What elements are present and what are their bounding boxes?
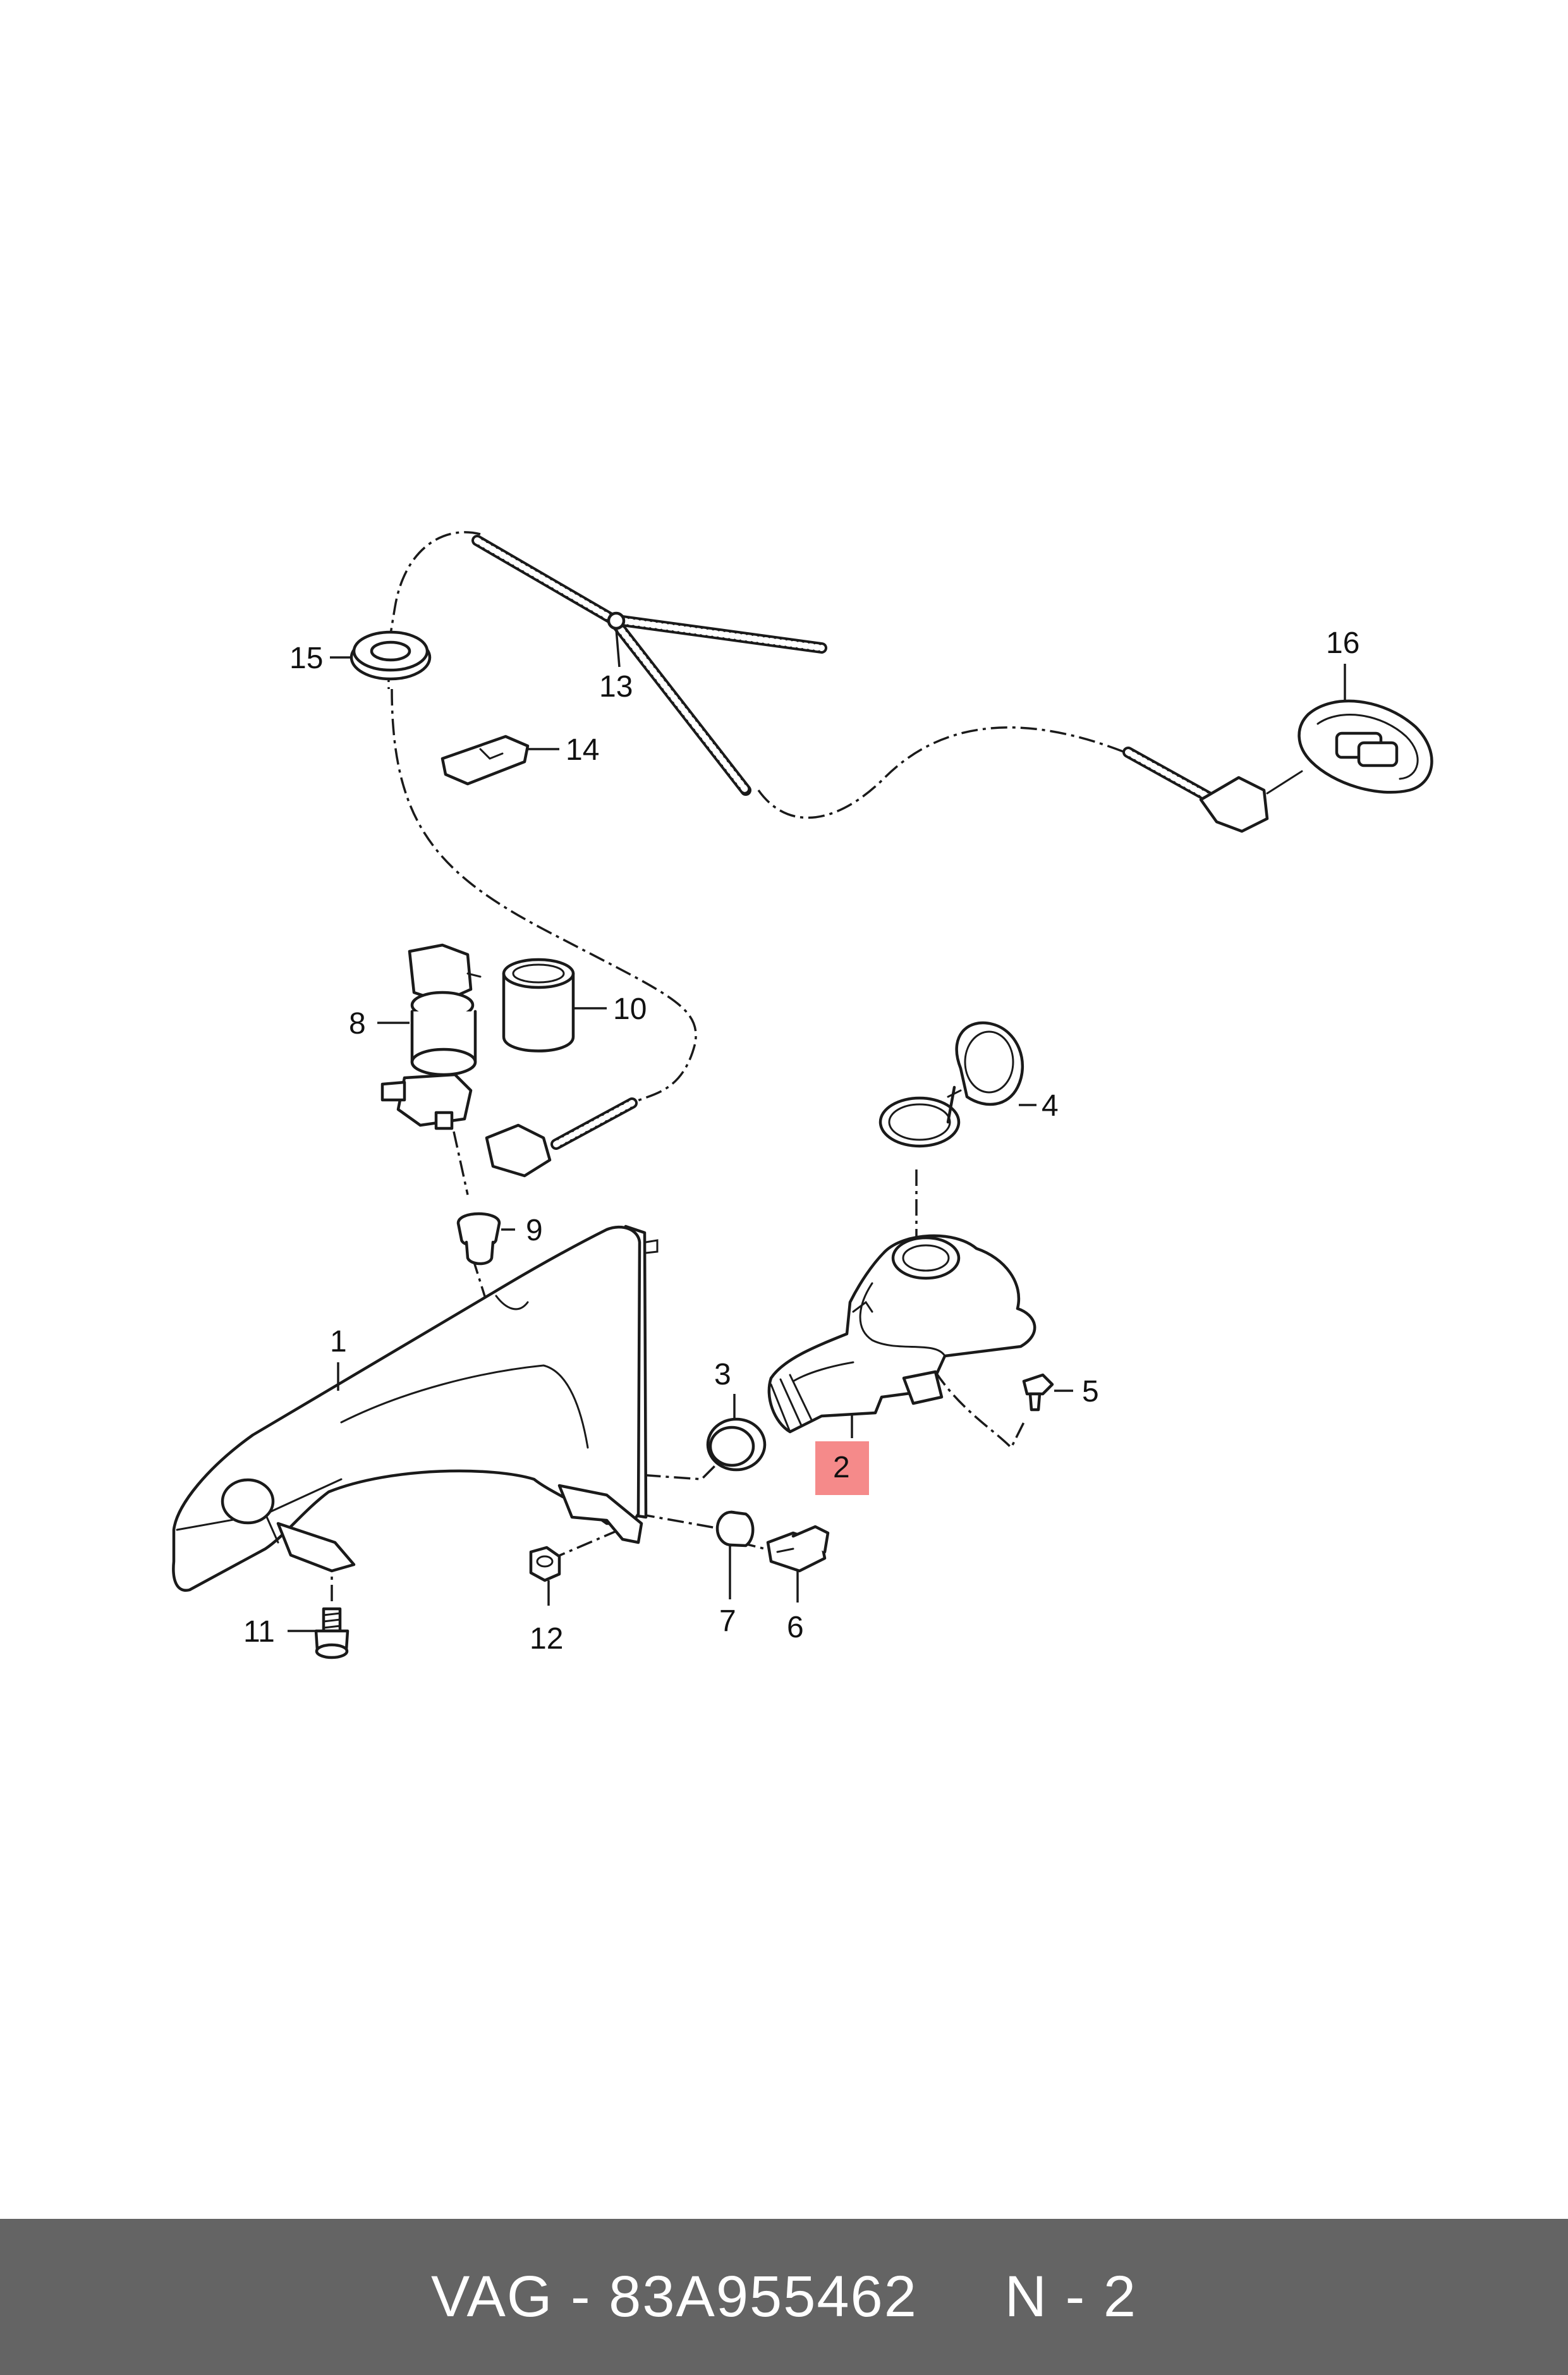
callout-9: 9 — [526, 1214, 543, 1247]
routing-line-filler-screw — [934, 1371, 1025, 1450]
routing-line-hose-lower — [391, 688, 697, 1104]
parts-diagram: 1 2 3 4 5 6 7 8 9 10 11 12 13 14 15 16 — [172, 531, 1433, 1659]
level-sensor-6 — [766, 1525, 830, 1573]
callout-14: 14 — [566, 733, 599, 767]
hose-harness — [471, 535, 827, 796]
callout-1: 1 — [330, 1325, 347, 1358]
part-number-text: VAG - 83A955462 N - 2 — [430, 2264, 1138, 2329]
callout-12: 12 — [530, 1622, 563, 1656]
callout-7: 7 — [719, 1604, 736, 1638]
sleeve-10 — [502, 958, 575, 1053]
leader-lines — [288, 628, 1346, 1632]
routing-line-nut — [552, 1529, 620, 1560]
callout-2-highlight — [815, 1441, 869, 1495]
callout-5: 5 — [1082, 1375, 1099, 1408]
callout-8: 8 — [349, 1007, 366, 1041]
callout-13: 13 — [599, 670, 633, 704]
callout-11: 11 — [243, 1615, 275, 1649]
bolt-11 — [314, 1607, 349, 1659]
callout-4: 4 — [1042, 1089, 1059, 1123]
callout-15: 15 — [289, 642, 323, 675]
routing-line-hose-right — [757, 726, 1126, 819]
pump-hose — [485, 1097, 638, 1178]
reservoir-1 — [172, 1224, 659, 1592]
routing-line-grommet-tank — [471, 1257, 488, 1303]
routing-line-pump-tank — [453, 1131, 469, 1195]
callout-6: 6 — [787, 1611, 804, 1644]
seal-7 — [715, 1510, 755, 1548]
callout-2: 2 — [833, 1451, 850, 1484]
seal-ring-3 — [706, 1417, 767, 1472]
callout-10: 10 — [613, 992, 647, 1026]
screw-5 — [1022, 1373, 1054, 1412]
routing-line-tank-seal — [258, 1446, 722, 1481]
grommet-9 — [456, 1212, 501, 1266]
spray-nozzle-16 — [1122, 699, 1433, 833]
washer-pump-8 — [380, 943, 482, 1130]
nut-12 — [529, 1546, 561, 1582]
filler-neck-2 — [767, 1234, 1036, 1434]
grommet-15 — [349, 630, 432, 681]
callout-16: 16 — [1326, 626, 1359, 660]
routing-line-tank-sensor — [638, 1513, 727, 1531]
clip-14 — [441, 735, 530, 786]
filler-cap-4 — [878, 1021, 1024, 1148]
callout-3: 3 — [714, 1358, 731, 1391]
part-number-footer: VAG - 83A955462 N - 2 — [0, 2219, 1568, 2375]
